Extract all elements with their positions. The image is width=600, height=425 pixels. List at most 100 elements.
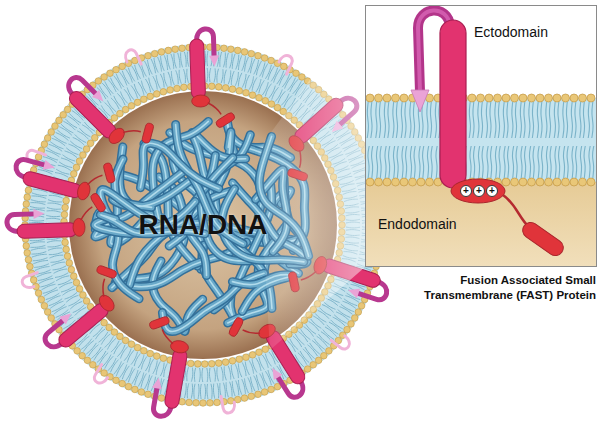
domain-label: Ectodomain: [474, 24, 548, 40]
lipid-tail: [388, 102, 389, 138]
lipid-tail: [368, 146, 369, 178]
lipid-tail: [516, 146, 517, 178]
endodomain-tail: [228, 316, 244, 337]
lipid-tail: [245, 75, 249, 88]
lipid-tail: [226, 382, 228, 397]
lipid-tail: [46, 218, 60, 219]
lipid-tail: [427, 146, 428, 178]
lipid-tail: [512, 146, 513, 178]
lipid-head: [383, 94, 391, 102]
virus-particle: RNA/DNA: [8, 30, 398, 420]
endodomain-linker: [503, 195, 529, 227]
lipid-head: [147, 350, 154, 357]
lipid-tail: [329, 322, 341, 331]
membrane-band: [366, 98, 596, 182]
lipid-head: [41, 141, 48, 148]
lipid-head: [268, 386, 275, 393]
lipid-tail: [63, 289, 76, 295]
lipid-tail: [478, 146, 479, 178]
lipid-tail: [184, 69, 186, 83]
lipid-tail: [231, 71, 234, 85]
endodomain-tail: [149, 316, 171, 330]
lipid-head: [113, 66, 120, 73]
lipid-head: [214, 399, 221, 406]
lipid-tail: [224, 366, 226, 380]
lipid-head: [23, 201, 30, 208]
lipid-tail: [68, 299, 80, 306]
lipid-tail: [153, 361, 157, 374]
lipid-head: [172, 46, 179, 53]
lipid-tail: [312, 341, 322, 352]
fast-protein: [133, 313, 193, 419]
lipid-head: [579, 94, 587, 102]
lipid-head: [87, 140, 94, 147]
lipid-tail: [231, 365, 234, 379]
lipid-tail: [435, 102, 436, 138]
lipid-head: [68, 266, 75, 273]
lipid-head: [125, 383, 132, 390]
lipid-head: [222, 85, 229, 92]
ectodomain-tip: [59, 310, 74, 325]
lipid-tail: [66, 148, 78, 155]
lipid-tail: [413, 102, 414, 138]
lipid-head: [41, 303, 48, 310]
lipid-tail: [47, 241, 61, 243]
lipid-tail: [156, 75, 160, 88]
lipid-tail: [131, 352, 137, 364]
lipid-head: [587, 178, 595, 186]
lipid-head: [101, 370, 108, 377]
lipid-tail: [50, 255, 64, 258]
lipid-head: [141, 347, 148, 354]
domain-label: Endodomain: [378, 216, 457, 232]
lipid-tail: [32, 193, 47, 196]
lipid-head: [400, 178, 408, 186]
lipid-head: [241, 49, 248, 56]
lipid-head: [553, 94, 561, 102]
lipid-tail: [592, 102, 593, 138]
lipid-tail: [230, 382, 233, 397]
lipid-head: [181, 84, 188, 91]
charge-circle: +: [486, 185, 498, 197]
strand-outline: [140, 143, 218, 188]
lipid-head: [90, 361, 97, 368]
lipid-tail: [138, 355, 144, 368]
lipid-tail: [376, 102, 377, 138]
faint-hook: [21, 273, 42, 290]
lipid-tail: [525, 146, 526, 178]
lipid-tail: [248, 378, 252, 392]
lipid-head: [52, 123, 59, 130]
lipid-head: [255, 391, 262, 398]
lipid-head: [348, 321, 355, 328]
endodomain-blob: [451, 179, 505, 203]
lipid-head: [64, 106, 71, 113]
lipid-tail: [65, 292, 77, 299]
lipid-head: [375, 94, 383, 102]
endodomain-linker: [95, 279, 113, 297]
lipid-tail: [384, 102, 385, 138]
lipid-head: [587, 94, 595, 102]
fast-protein: [189, 28, 236, 130]
lipid-head: [76, 286, 83, 293]
endodomain-blob: [73, 218, 86, 236]
lipid-head: [248, 393, 255, 400]
lipid-tail: [389, 146, 390, 178]
lipid-head: [91, 134, 98, 141]
lipid-tail: [265, 84, 271, 97]
lipid-tail: [290, 79, 298, 92]
lipid-tail: [199, 368, 200, 382]
endodomain-blob: [191, 95, 209, 108]
lipid-tail: [584, 146, 585, 178]
lipid-head: [179, 45, 186, 52]
lipid-head: [321, 352, 328, 359]
genome-label: RNA/DNA: [138, 211, 267, 239]
lipid-tail: [410, 102, 411, 138]
lipid-tail: [223, 383, 225, 398]
lipid-tail: [65, 151, 77, 158]
lipid-tail: [29, 220, 44, 222]
endodomain-linker: [243, 323, 260, 340]
lipid-tail: [184, 383, 186, 398]
lipid-tail: [487, 146, 488, 178]
lipid-tail: [59, 162, 72, 168]
lipid-tail: [504, 146, 505, 178]
